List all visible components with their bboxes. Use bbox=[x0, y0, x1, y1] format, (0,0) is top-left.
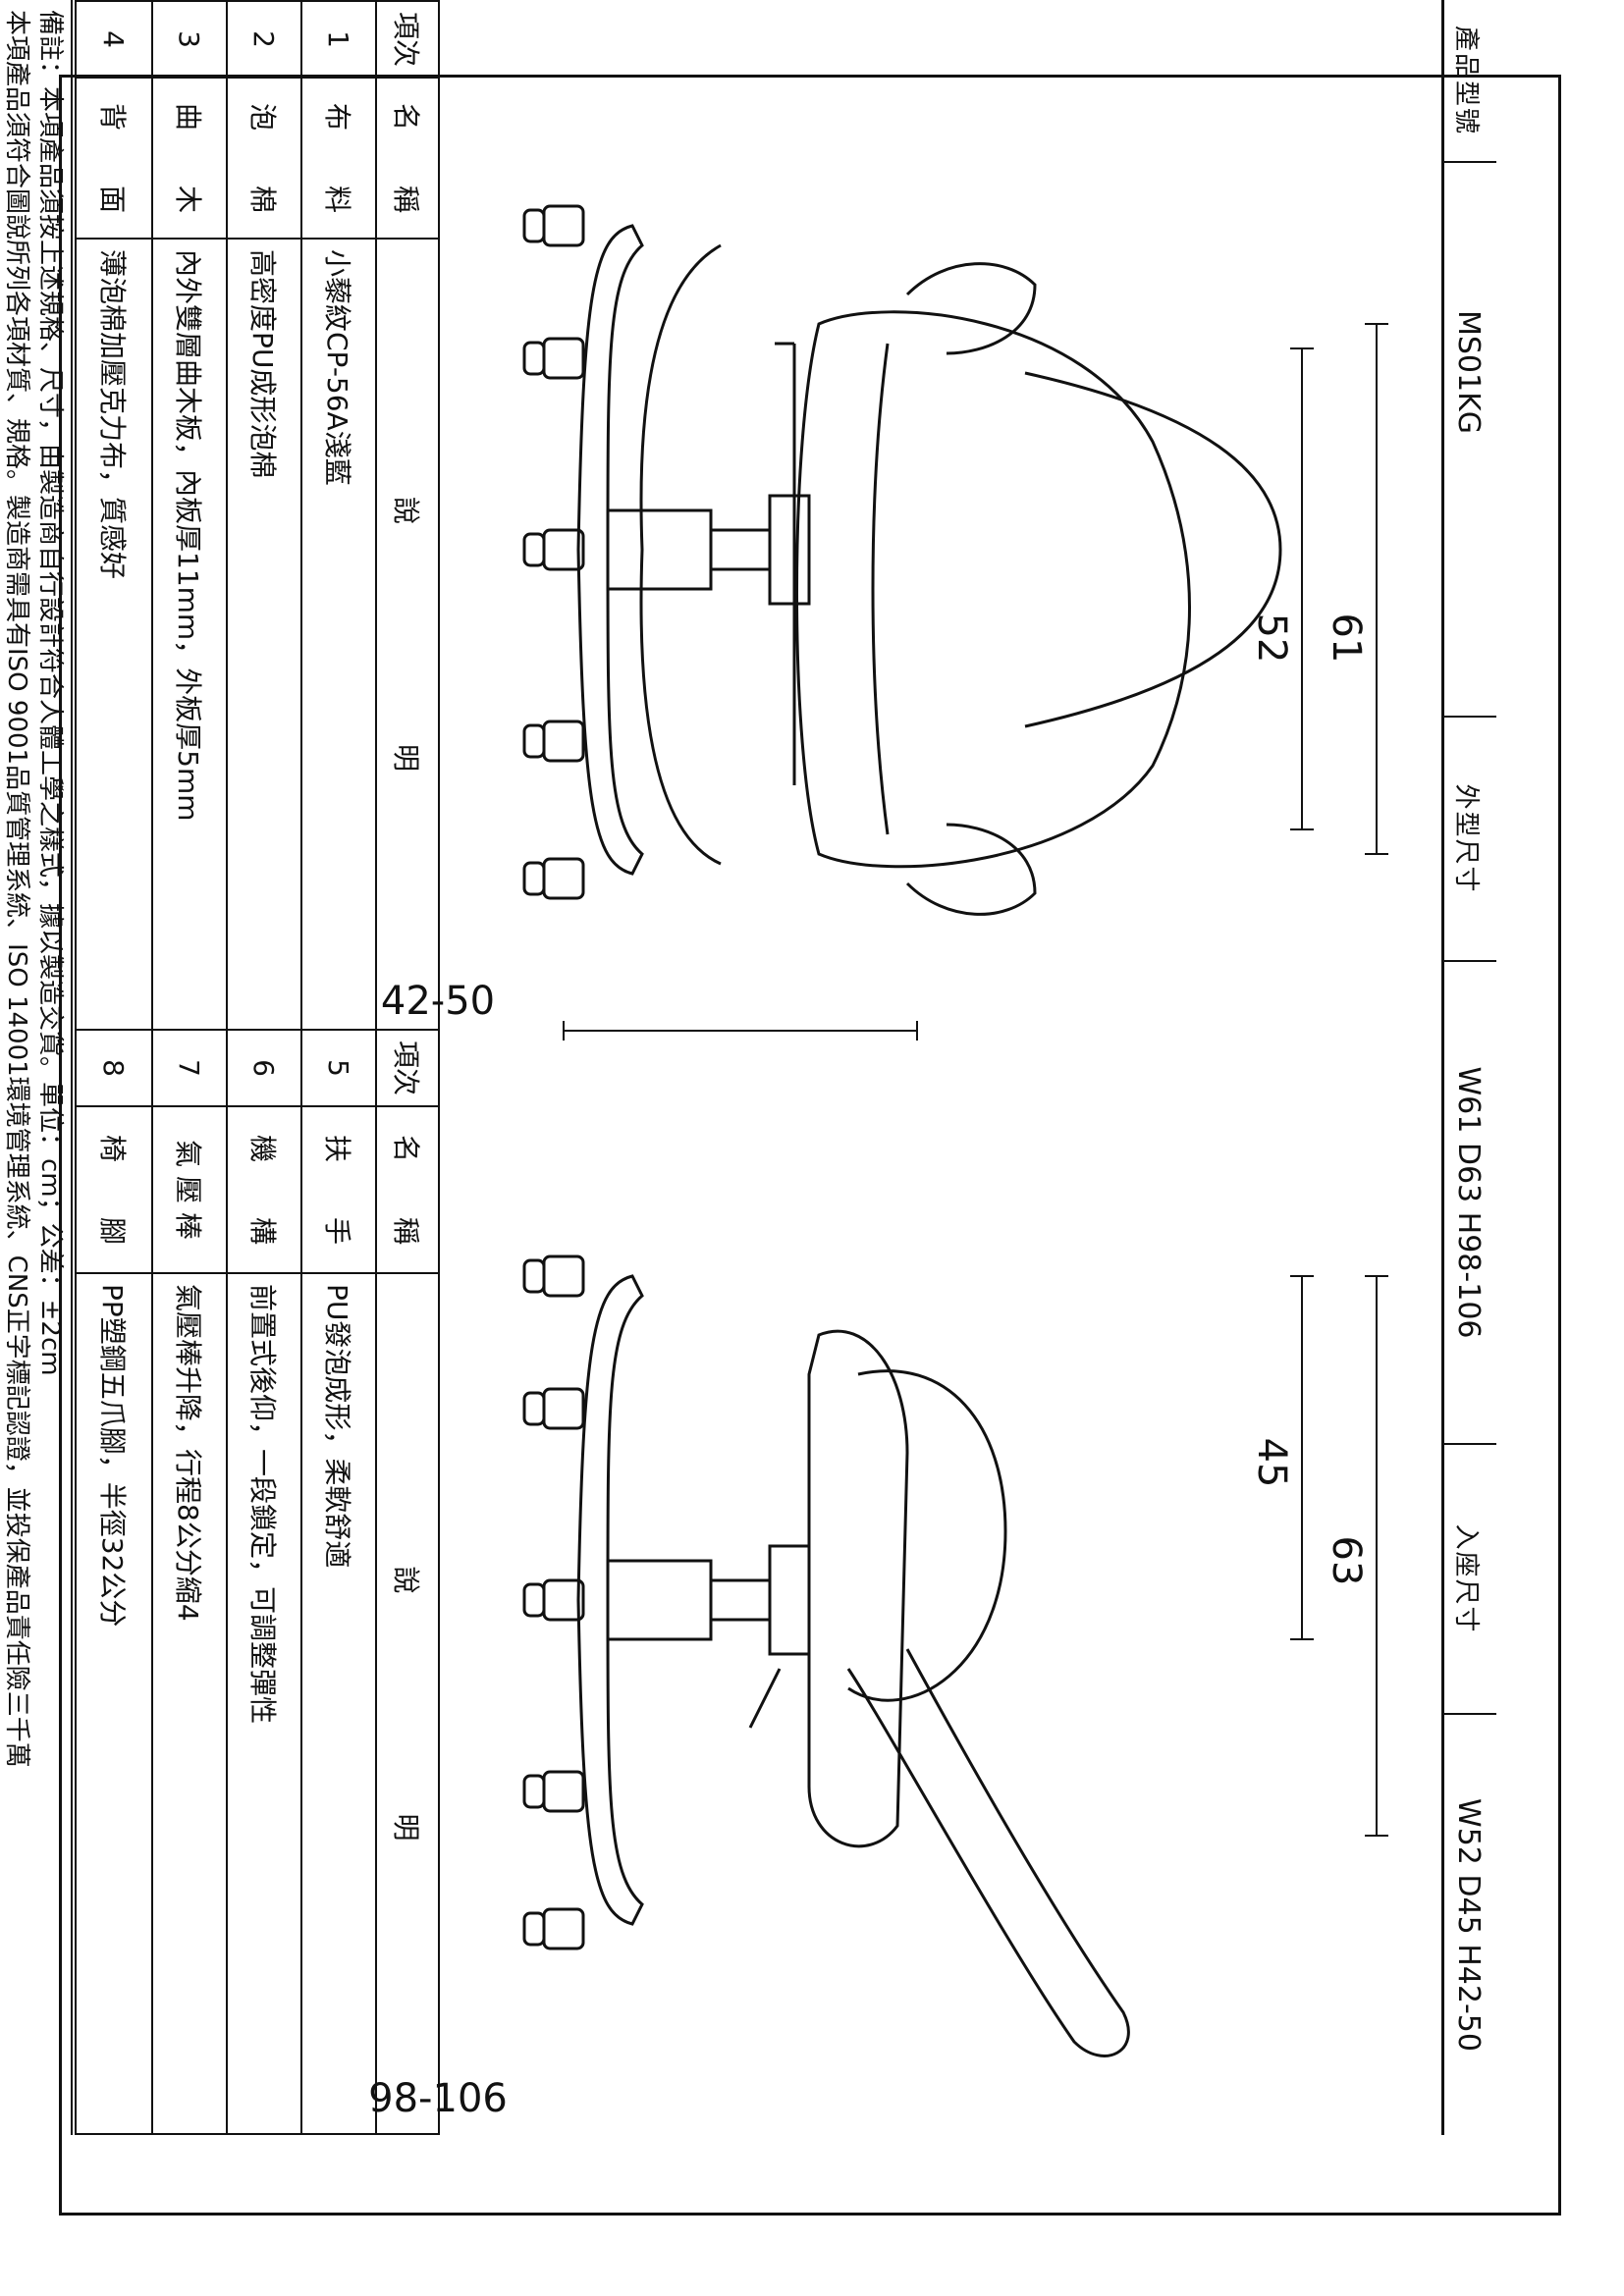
row-2-desc: 高密度PU成形泡棉 bbox=[226, 238, 302, 1031]
col-item-header: 項次 bbox=[375, 0, 440, 79]
row-7-no: 7 bbox=[151, 1029, 228, 1107]
row-5-no: 5 bbox=[300, 1029, 377, 1107]
outer-size-label: 外型尺寸 bbox=[1451, 783, 1482, 894]
dim-98-106: 98-106 bbox=[368, 2076, 508, 2121]
row-8-no: 8 bbox=[75, 1029, 153, 1107]
row-3-name: 曲 木 bbox=[151, 77, 228, 240]
col-name-header: 名 稱 bbox=[375, 77, 440, 240]
dim-63: 63 bbox=[1324, 1535, 1369, 1586]
col-desc-header: 說 明 bbox=[375, 238, 440, 1031]
model-value: MS01KG bbox=[1451, 310, 1487, 435]
spec-table: 項次 名 稱 說 明 1 布 料 小藜紋CP-56A淺藍 2 泡 棉 高密度PU… bbox=[73, 0, 440, 2135]
row-3-desc: 內外雙層曲木板，內板厚11mm，外板厚5mm bbox=[151, 238, 228, 1031]
notes: 備註：本項產品須按上述規格、尺寸，由製造商自行設計符合人體工學之樣式，據以製造交… bbox=[0, 0, 73, 2135]
seat-size-label: 入座尺寸 bbox=[1451, 1523, 1482, 1634]
model-label: 產品型號 bbox=[1451, 25, 1482, 135]
row-3-no: 3 bbox=[151, 0, 228, 79]
row-6-no: 6 bbox=[226, 1029, 302, 1107]
note-line-1: 備註：本項產品須按上述規格、尺寸，由製造商自行設計符合人體工學之樣式，據以製造交… bbox=[35, 10, 65, 1376]
page-border bbox=[59, 75, 1561, 2216]
col-name-header: 名 稱 bbox=[375, 1105, 440, 1274]
row-8-desc: PP塑鋼五爪腳，半徑32公分 bbox=[75, 1272, 153, 2135]
row-4-name: 背 面 bbox=[75, 77, 153, 240]
row-1-no: 1 bbox=[300, 0, 377, 79]
chair-drawings bbox=[522, 204, 1388, 2057]
row-5-desc: PU發泡成形，柔軟舒適 bbox=[300, 1272, 377, 2135]
row-1-desc: 小藜紋CP-56A淺藍 bbox=[300, 238, 377, 1031]
row-6-desc: 前置式後仰，一段鎖定，可調整彈性 bbox=[226, 1272, 302, 2135]
row-6-name: 機 構 bbox=[226, 1105, 302, 1274]
dim-52: 52 bbox=[1249, 613, 1294, 664]
note-line-2: 本項產品須符合圖說所列各項材質、規格。製造商需具有ISO 9001品質管理系統、… bbox=[2, 10, 31, 1768]
row-4-desc: 薄泡棉加壓克力布，質感好 bbox=[75, 238, 153, 1031]
row-7-name: 氣 壓 棒 bbox=[151, 1105, 228, 1274]
dim-61: 61 bbox=[1324, 613, 1369, 664]
row-8-name: 椅 腳 bbox=[75, 1105, 153, 1274]
col-item-header: 項次 bbox=[375, 1029, 440, 1107]
seat-size-value: W52 D45 H42-50 bbox=[1451, 1798, 1487, 2052]
row-7-desc: 氣壓棒升降，行程8公分縮4 bbox=[151, 1272, 228, 2135]
row-4-no: 4 bbox=[75, 0, 153, 79]
dim-45: 45 bbox=[1249, 1437, 1294, 1488]
row-2-no: 2 bbox=[226, 0, 302, 79]
row-5-name: 扶 手 bbox=[300, 1105, 377, 1274]
row-1-name: 布 料 bbox=[300, 77, 377, 240]
caster bbox=[522, 204, 585, 247]
rotated-page: 產品型號 MS01KG 外型尺寸 W61 D63 H98-106 入座尺寸 W5… bbox=[0, 0, 1496, 2135]
col-desc-header: 說 明 bbox=[375, 1272, 440, 2135]
outer-size-value: W61 D63 H98-106 bbox=[1451, 1066, 1487, 1339]
row-2-name: 泡 棉 bbox=[226, 77, 302, 240]
